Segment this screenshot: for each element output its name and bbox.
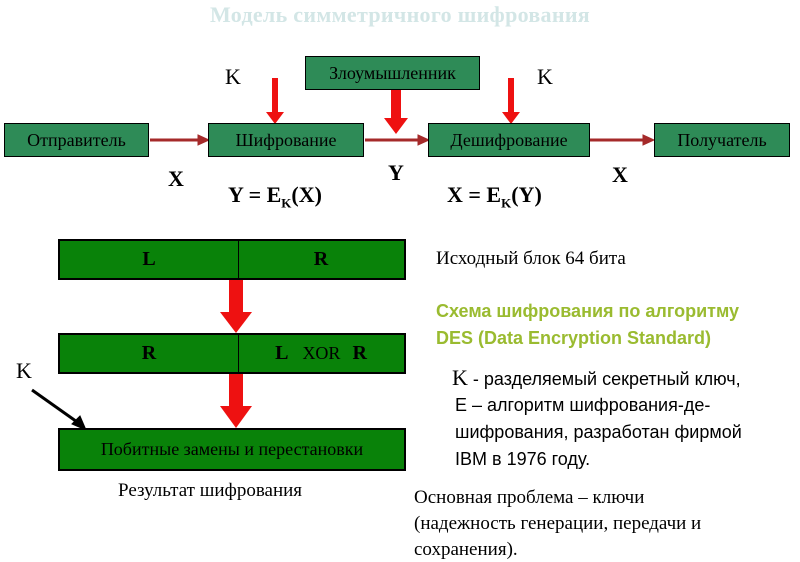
key-desc-line: K - разделяемый секретный ключ, xyxy=(452,364,741,393)
scheme-title-line2: DES (Data Encryption Standard) xyxy=(436,328,712,348)
substitution-box: Побитные замены и перестановки xyxy=(58,428,406,471)
x-label-right: X xyxy=(612,162,628,187)
key-arrow-left-shaft xyxy=(272,78,278,114)
source-block-note: Исходный блок 64 бита xyxy=(436,248,626,269)
intruder-arrow-head xyxy=(384,118,408,134)
encrypt-box: Шифрование xyxy=(208,123,364,157)
decrypt-box: Дешифрование xyxy=(428,123,590,157)
des-block-initial-right: R xyxy=(313,248,329,270)
arrowhead-encrypt-decrypt xyxy=(417,134,431,146)
formula-decrypt-lhs: X = E xyxy=(447,182,502,207)
des-block-initial-left: L xyxy=(142,248,156,270)
key-arrow-left-head xyxy=(266,112,284,124)
des-arrow1-head xyxy=(220,312,252,333)
decrypt-label: Дешифрование xyxy=(450,129,568,150)
receiver-label: Получатель xyxy=(677,129,767,150)
des-xor-label: XOR xyxy=(302,343,341,363)
des-arrow1-shaft xyxy=(229,280,243,314)
des-r-label: R xyxy=(352,342,367,364)
key-arrows xyxy=(266,78,520,134)
x-label-left: X xyxy=(168,166,184,191)
page-title: Модель симметричного шифрования xyxy=(210,2,590,27)
intruder-label: Злоумышленник xyxy=(329,62,456,83)
substitution-label: Побитные замены и перестановки xyxy=(100,439,364,459)
des-block-initial: L R xyxy=(58,239,406,280)
des-arrow2-head xyxy=(220,406,252,428)
receiver-box: Получатель xyxy=(654,123,790,157)
alg-desc-line1: E – алгоритм шифрования-де- xyxy=(455,395,711,415)
result-label: Результат шифрования xyxy=(118,480,303,501)
des-block-initial-divider xyxy=(238,241,239,278)
key-desc-k: K xyxy=(452,365,468,390)
problem-line1: Основная проблема – ключи xyxy=(414,487,645,508)
intruder-box: Злоумышленник xyxy=(305,56,480,90)
formula-decrypt: X = EK(Y) xyxy=(447,182,542,211)
des-arrow2-shaft xyxy=(229,372,243,408)
formula-encrypt-rhs: (X) xyxy=(291,182,322,207)
formula-decrypt-sub: K xyxy=(501,195,512,211)
arrowhead-sender-encrypt xyxy=(197,134,211,146)
formula-decrypt-rhs: (Y) xyxy=(511,182,542,207)
y-label-mid: Y xyxy=(388,160,404,185)
intruder-arrow-shaft xyxy=(391,90,401,120)
key-arrow-right-head xyxy=(502,112,520,124)
key-label-right: K xyxy=(537,64,553,89)
formula-encrypt-sub: K xyxy=(281,195,292,211)
formula-encrypt-lhs: Y = E xyxy=(228,182,282,207)
key-desc-rest: - разделяемый секретный ключ, xyxy=(467,369,741,389)
encrypt-label: Шифрование xyxy=(235,129,337,150)
problem-line3: сохранения). xyxy=(414,539,518,560)
des-l-label: L xyxy=(275,342,289,364)
des-block-swapped-divider xyxy=(238,335,239,372)
des-block-swapped: R L XOR R xyxy=(58,333,406,374)
key-arrow-right-shaft xyxy=(508,78,514,114)
alg-desc-line2: шифрования, разработан фирмой xyxy=(455,422,742,442)
des-block-swapped-right: L XOR R xyxy=(238,335,404,372)
formula-encrypt: Y = EK(X) xyxy=(228,182,322,211)
sender-box: Отправитель xyxy=(4,123,149,157)
des-key-arrow xyxy=(31,388,87,431)
scheme-title-line1: Схема шифрования по алгоритму xyxy=(436,301,740,321)
des-key-label: K xyxy=(16,358,32,383)
des-block-swapped-left: R xyxy=(141,342,157,364)
des-arrows xyxy=(220,280,252,428)
arrowhead-decrypt-receiver xyxy=(642,134,656,146)
problem-line2: (надежность генерации, передачи и xyxy=(414,513,702,534)
key-label-left: K xyxy=(225,64,241,89)
flow-arrows xyxy=(150,134,656,146)
sender-label: Отправитель xyxy=(27,129,126,150)
alg-desc-line3: IBM в 1976 году. xyxy=(455,449,591,469)
